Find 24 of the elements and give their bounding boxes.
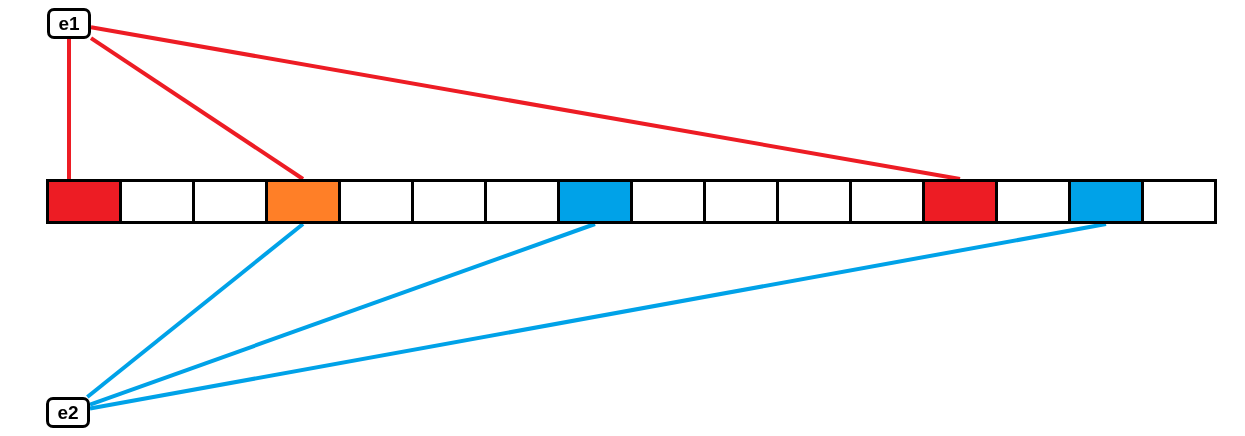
array-cell xyxy=(1068,179,1144,224)
connector-line xyxy=(86,222,305,399)
array-cell xyxy=(411,179,487,224)
array-cell xyxy=(119,179,195,224)
array-cell xyxy=(703,179,779,224)
label-box: e1 xyxy=(47,8,91,39)
array-cell xyxy=(484,179,560,224)
connector-line xyxy=(89,222,596,407)
label-box: e2 xyxy=(46,397,90,428)
array-cell xyxy=(630,179,706,224)
array-cell xyxy=(557,179,633,224)
array-cell xyxy=(995,179,1071,224)
array-cell xyxy=(1141,179,1217,224)
array-cell xyxy=(338,179,414,224)
connector-line xyxy=(89,222,1107,411)
array-cell xyxy=(849,179,925,224)
array-cell xyxy=(46,179,122,224)
connector-line xyxy=(90,25,961,181)
connector-line xyxy=(89,36,305,181)
array-cell xyxy=(922,179,998,224)
connector-line xyxy=(67,39,71,179)
array-cell xyxy=(192,179,268,224)
array-cell xyxy=(776,179,852,224)
array-cell xyxy=(265,179,341,224)
